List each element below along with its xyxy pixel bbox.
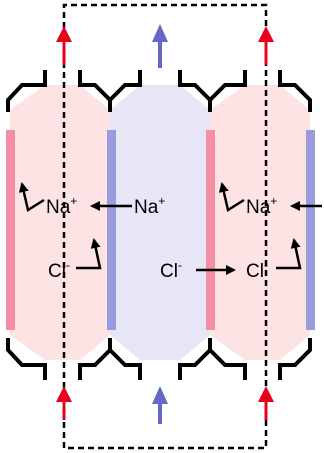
bottom-gasket-outline [6, 338, 312, 380]
ion-migration-arrow-icon [276, 238, 302, 270]
cl-ion-right: Cl- [246, 258, 268, 282]
anion-membrane-left [107, 130, 116, 330]
cl-ion-left: Cl- [48, 258, 70, 282]
dilute-channel-left [10, 85, 110, 360]
dilute-channel-right [210, 85, 310, 360]
flow-arrow-icon [258, 26, 274, 65]
cation-membrane-right [206, 130, 215, 330]
ion-migration-arrow-icon [76, 238, 102, 270]
na-ion-left: Na+ [46, 194, 77, 218]
flow-arrow-icon [56, 386, 72, 420]
na-ion-center: Na+ [134, 194, 165, 218]
cation-membrane-left [6, 130, 15, 330]
na-ion-right: Na+ [246, 194, 277, 218]
top-gasket-outline [6, 70, 312, 112]
flow-arrow-icon [258, 386, 274, 420]
ion-migration-arrow-icon [218, 182, 245, 212]
cl-ion-center: Cl- [160, 258, 182, 282]
flow-arrow-icon [152, 386, 168, 424]
flow-arrow-icon [152, 24, 168, 68]
anion-membrane-right [306, 130, 315, 330]
concentrate-channel-center [110, 85, 210, 360]
flow-arrow-icon [56, 26, 72, 65]
flow-loop-dashed-outline [62, 3, 268, 450]
ion-migration-arrow-icon [18, 182, 45, 212]
